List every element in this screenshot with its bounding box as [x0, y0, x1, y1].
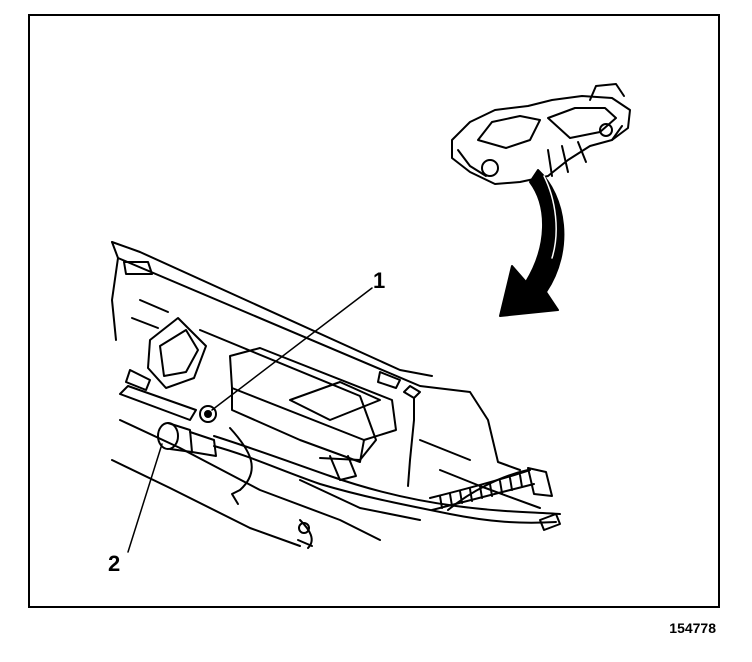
callout-leaders — [127, 287, 373, 553]
callout-label-2: 2 — [108, 551, 121, 576]
component-2 — [157, 422, 217, 457]
corrugated-conduit — [429, 467, 553, 511]
direction-arrow-icon — [499, 169, 565, 317]
connector-1 — [199, 405, 217, 423]
mounting-bracket — [119, 317, 207, 421]
control-module — [229, 347, 397, 481]
diagram-frame — [28, 14, 720, 608]
rear-panel-structure — [111, 241, 541, 547]
callout-label-1: 1 — [373, 268, 386, 293]
fastener-detail — [297, 513, 561, 547]
wiring-harness — [213, 385, 561, 549]
figure-number: 154778 — [669, 620, 716, 636]
vehicle-locator-icon — [451, 83, 631, 185]
